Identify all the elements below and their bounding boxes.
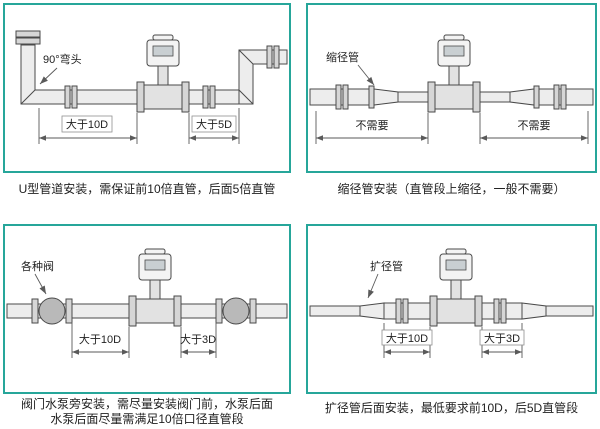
valve-left [31,297,73,325]
callout-label: 各种阀 [21,259,54,273]
panel-expander: 扩径管 大于10D 大于3D [306,224,597,394]
valve-right [215,297,257,325]
caption-line-1: 阀门水泵旁安装，需尽量安装阀门前，水泵后面 [20,397,273,411]
dimension-10d: 大于10D [71,322,130,358]
panel-valve-pump: 各种阀 大于10D 大于3D [3,224,291,394]
pipe-run [309,84,594,110]
caption-line-2: 水泵后面尽量需满足10倍口径直管段 [50,412,244,426]
reducer-diagram: 缩径管 不需要 不需要 [309,34,594,144]
caption-expander: 扩径管后面安装，最低要求前10D，后5D直管段 [324,401,579,415]
caption-u-type: U型管道安装，需保证前10倍直管，后面5倍直管 [18,182,276,196]
caption-valve-pump: 阀门水泵旁安装，需尽量安装阀门前，水泵后面 水泵后面尽量需满足10倍口径直管段 [0,397,294,427]
flowmeter [427,34,481,113]
dim-label-1: 大于10D [386,331,428,345]
dimension-10d: 大于10D [381,323,433,358]
dimension-3d: 大于3D [479,323,525,358]
dim-label-2: 大于3D [180,332,216,346]
panel-u-type: 90°弯头 大于10D 大于5D [3,3,291,173]
flowmeter [136,34,190,113]
valve-diagram: 各种阀 大于10D 大于3D [6,248,288,358]
flowmeter [128,248,182,327]
panel-reducer: 缩径管 不需要 不需要 [306,3,597,173]
dim-label-2: 大于3D [484,331,520,345]
reducer-callout: 缩径管 [326,50,375,86]
dimension-5d: 大于5D [188,108,240,144]
callout-label: 90°弯头 [43,52,82,66]
elbow-callout: 90°弯头 [39,52,82,85]
callout-label: 缩径管 [326,50,359,64]
dim-label-1: 不需要 [356,119,389,132]
u-type-diagram: 90°弯头 大于10D 大于5D [15,30,288,144]
pipe-run [309,298,594,324]
dim-label-1: 大于10D [66,117,108,131]
dimension-left: 不需要 [315,111,429,144]
flowmeter [429,248,483,327]
dim-label-2: 不需要 [518,119,551,132]
dimension-right: 不需要 [479,111,589,144]
expander-diagram: 扩径管 大于10D 大于3D [309,248,594,358]
dim-label-1: 大于10D [79,332,121,346]
dim-label-2: 大于5D [196,117,232,131]
valve-callout: 各种阀 [21,259,54,295]
dimension-3d: 大于3D [180,322,217,358]
dimension-10d: 大于10D [38,108,138,144]
pipe-run [15,30,288,109]
caption-reducer: 缩径管安装（直管段上缩径，一般不需要） [337,182,566,196]
expander-callout: 扩径管 [367,259,403,299]
callout-label: 扩径管 [370,259,403,273]
